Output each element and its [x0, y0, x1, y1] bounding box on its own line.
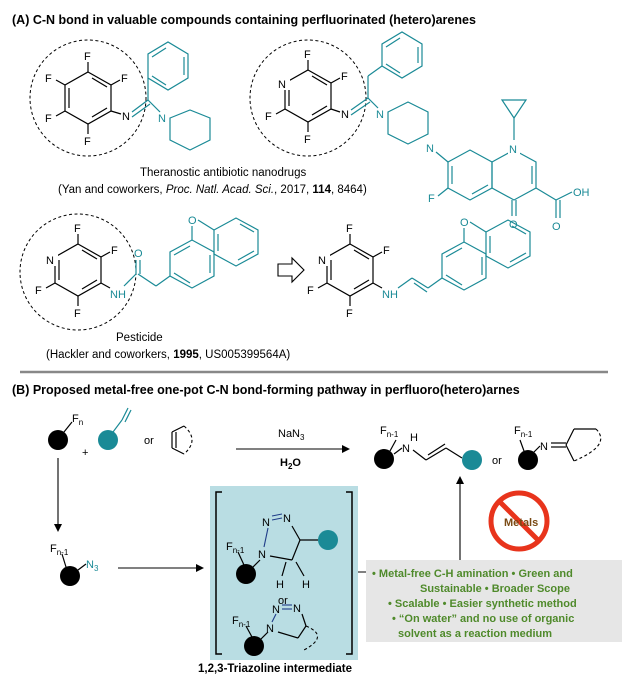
c6f5-ring [64, 71, 112, 125]
no-metals-sign: Metals [488, 490, 550, 552]
metals-text: Metals [504, 517, 538, 529]
atom-o-acid: O [552, 221, 561, 233]
atom-nh: NH [110, 289, 126, 301]
reagent-nan3: NaN3 [278, 428, 305, 442]
atom-n-piperazine: N [376, 109, 384, 121]
atom-f: F [35, 285, 42, 297]
atom-f: F [45, 113, 52, 125]
advantages-box [366, 560, 622, 642]
caption-hackler-citation: (Hackler and coworkers, 1995, US00539956… [46, 349, 290, 361]
atom-f: F [111, 245, 118, 257]
atom-f: F [304, 49, 311, 61]
product-alkyl-ball [462, 450, 482, 470]
advantage-line-5: solvent as a reaction medium [398, 628, 552, 640]
derivation-arrow [277, 256, 305, 284]
caption-pesticide: Pesticide [116, 332, 163, 344]
alkene-ball [98, 430, 118, 450]
products: Fn-1 N H or Fn-1 N [374, 425, 602, 470]
azide-n3: N3 [86, 559, 99, 573]
label-fn1: Fn-1 [380, 425, 399, 439]
atom-f: F [74, 223, 81, 235]
advantage-line-3: • Scalable • Easier synthetic method [388, 598, 577, 610]
atom-f-quinolone: F [428, 193, 435, 205]
molecule-pentafluorophenyl-amidine: F F F F F N N [29, 39, 211, 157]
atom-oh: OH [573, 187, 590, 199]
atom-n-piperazine: N [426, 143, 434, 155]
atom-o-amide: O [134, 248, 143, 260]
or-text-3: or [278, 595, 288, 607]
atom-f: F [304, 134, 311, 146]
triazoline-cycloalkene: Fn-1 N N N [232, 603, 319, 656]
atom-n: N [122, 111, 130, 123]
advantage-line-4: • “On water” and no use of organic [392, 613, 574, 625]
atom-n-quinolone: N [509, 144, 517, 156]
reactants: Fn + or [48, 407, 193, 459]
label-fn1d: Fn-1 [226, 541, 245, 555]
atom-n: N [341, 109, 349, 121]
molecule-pesticide-amide: N F F F F NH O O [19, 213, 259, 331]
atom-n2: N [262, 517, 270, 529]
caption-theranostic: Theranostic antibiotic nanodrugs [140, 167, 306, 179]
product2-arene-ball [518, 450, 538, 470]
atom-f: F [84, 136, 91, 148]
atom-n-imine: N [540, 441, 548, 453]
atom-o-ether: O [188, 215, 197, 227]
advantage-line-2: Sustainable • Broader Scope [420, 583, 570, 595]
product-arene-ball [374, 449, 394, 469]
atom-o-ether: O [460, 217, 469, 229]
atom-f: F [265, 111, 272, 123]
highlight-circle-2 [249, 39, 367, 157]
label-fn1b: Fn-1 [514, 425, 533, 439]
molecule-fluoroquinolone: N F F F F N N N N [249, 31, 590, 233]
intermediate-label: 1,2,3-Triazoline intermediate [198, 663, 352, 675]
atom-n-pyridine: N [278, 79, 286, 91]
section-a-title: (A) C-N bond in valuable compounds conta… [12, 13, 476, 27]
atom-nh: NH [382, 289, 398, 301]
atom-n1b: N [266, 623, 274, 635]
atom-n3: N [283, 513, 291, 525]
atom-f: F [84, 51, 91, 63]
plus-sign: + [82, 447, 88, 459]
advantage-line-1: • Metal-free C-H amination • Green and [372, 568, 573, 580]
atom-n1: N [258, 549, 266, 561]
label-fn: Fn [72, 413, 83, 427]
atom-f: F [74, 308, 81, 320]
perfluoroaryl-azide: Fn-1 N3 [50, 543, 99, 586]
label-fn1c: Fn-1 [50, 543, 69, 557]
solvent-h2o: H2O [280, 457, 301, 471]
perfluoroarene-ball [48, 430, 68, 450]
atom-f: F [346, 223, 353, 235]
atom-n-pyridine: N [318, 255, 326, 267]
atom-f: F [341, 71, 348, 83]
atom-f: F [346, 308, 353, 320]
atom-n-product: N [402, 443, 410, 455]
intermediate-box [210, 486, 358, 660]
atom-f: F [45, 73, 52, 85]
atom-h-product: H [410, 432, 418, 444]
caption-yan-citation: (Yan and coworkers, Proc. Natl. Acad. Sc… [58, 184, 367, 196]
highlight-circle-1 [29, 39, 147, 157]
atom-n2b: N [272, 604, 280, 616]
or-text-2: or [492, 455, 502, 467]
atom-f: F [307, 285, 314, 297]
label-fn1e: Fn-1 [232, 615, 251, 629]
section-b-title: (B) Proposed metal-free one-pot C-N bond… [12, 383, 520, 397]
or-text: or [144, 435, 154, 447]
atom-f: F [121, 73, 128, 85]
atom-f: F [383, 245, 390, 257]
atom-n3b: N [293, 603, 301, 615]
triazoline-alkene: Fn-1 N N N H H [226, 513, 338, 591]
atom-h: H [302, 579, 310, 591]
atom-n-piperidine: N [158, 113, 166, 125]
atom-o-ketone: O [509, 219, 518, 231]
atom-h: H [276, 579, 284, 591]
atom-n-pyridine: N [46, 255, 54, 267]
molecule-pesticide-enamine: N F F F F NH O [307, 217, 531, 320]
tetrafluoropyridine-ring [284, 69, 332, 123]
